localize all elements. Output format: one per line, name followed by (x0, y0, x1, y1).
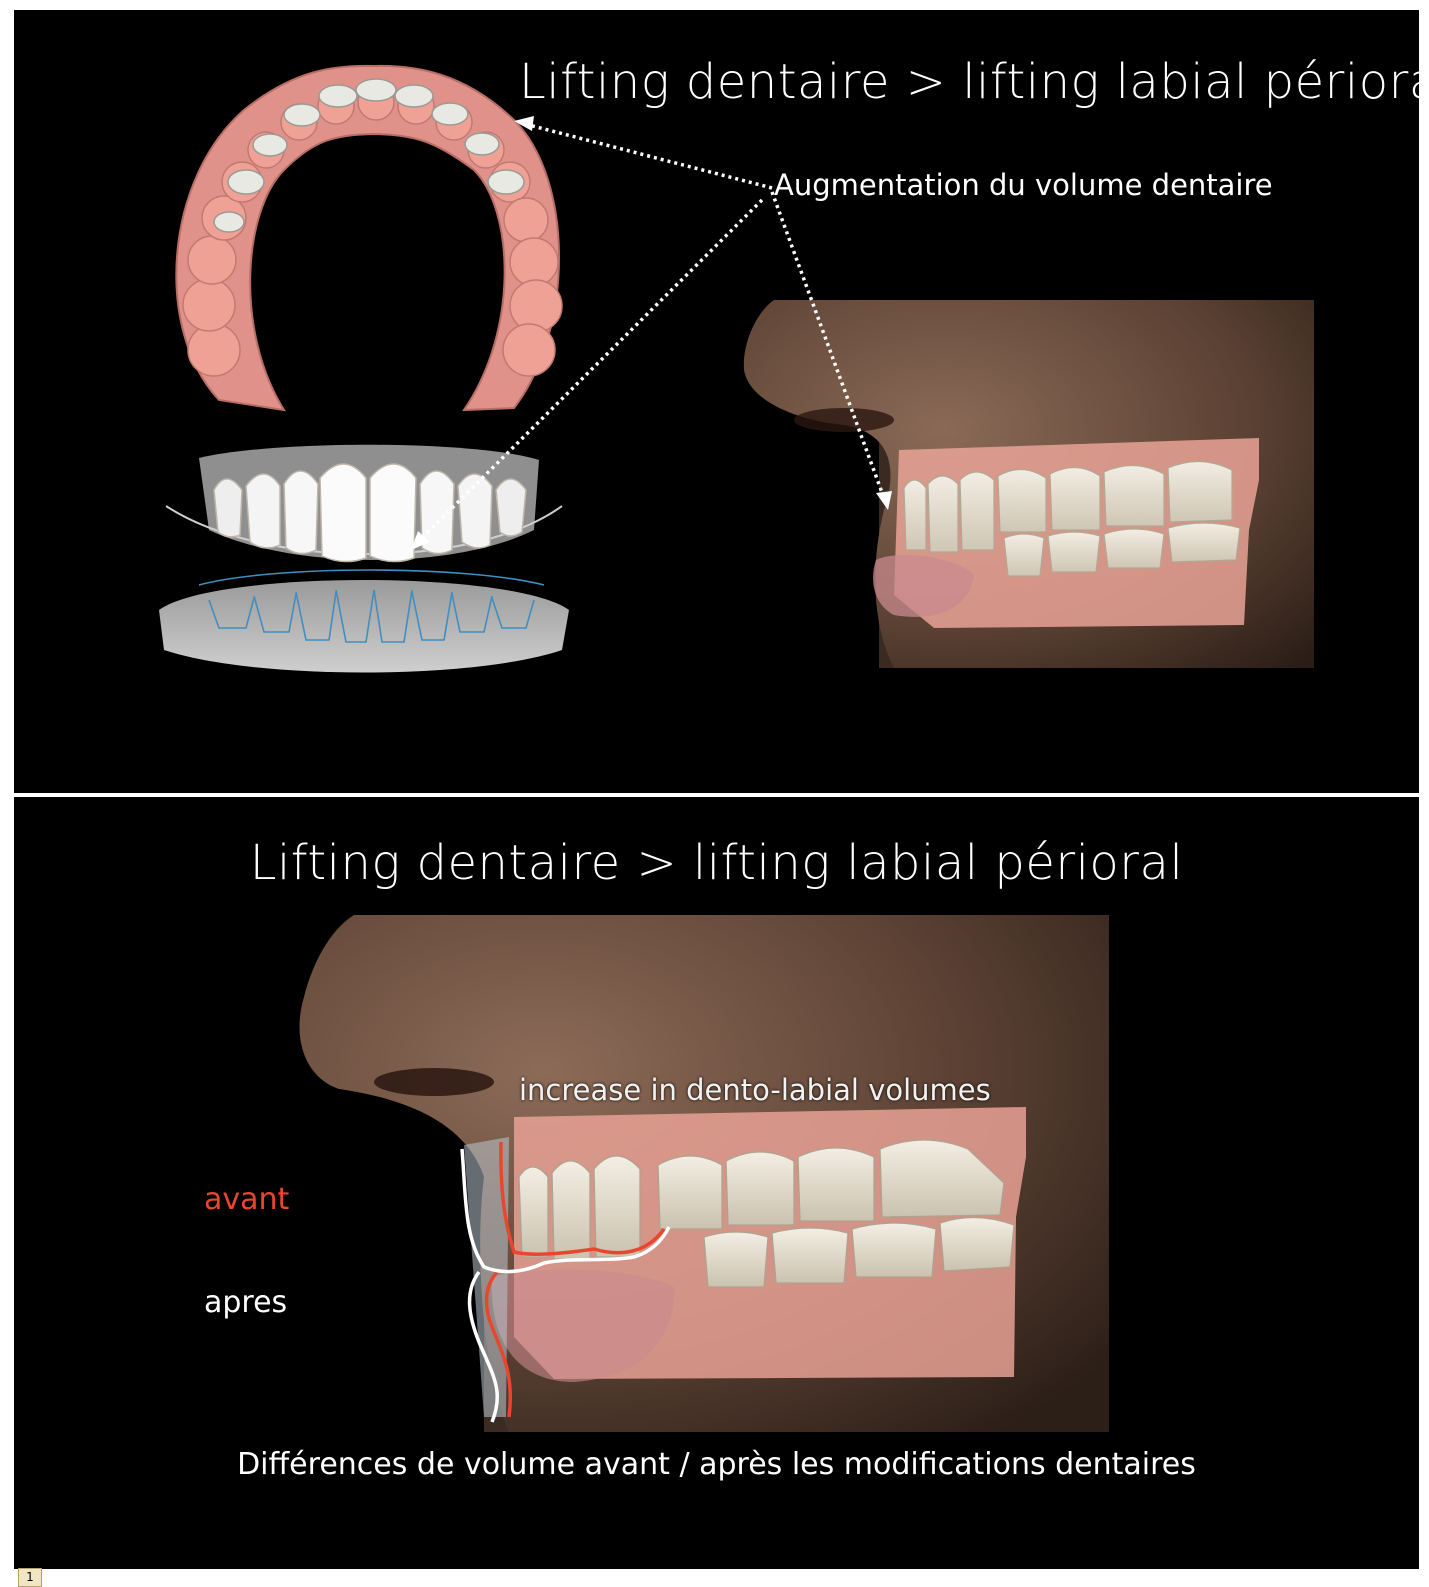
figure-caption: Différences de volume avant / après les … (14, 1447, 1419, 1482)
upper-arch-image (176, 66, 562, 410)
volume-increase-label: Augmentation du volume dentaire (774, 168, 1273, 202)
top-panel-title: Lifting dentaire > lifting labial périor… (519, 54, 1419, 110)
legend-after: apres (204, 1285, 287, 1320)
figure-number-badge: 1 (18, 1568, 42, 1587)
profile-image (744, 300, 1314, 668)
top-panel-illustration (14, 10, 1419, 793)
top-panel: Lifting dentaire > lifting labial périor… (14, 10, 1419, 793)
anterior-teeth-image (166, 445, 562, 562)
legend-before: avant (204, 1182, 289, 1217)
dento-labial-volume-label: increase in dento-labial volumes (519, 1073, 991, 1107)
bottom-panel: Lifting dentaire > lifting labial périor… (14, 797, 1419, 1569)
lower-teeth-image (159, 570, 569, 673)
bottom-panel-title: Lifting dentaire > lifting labial périor… (14, 835, 1419, 891)
profile-image-large (299, 915, 1109, 1432)
